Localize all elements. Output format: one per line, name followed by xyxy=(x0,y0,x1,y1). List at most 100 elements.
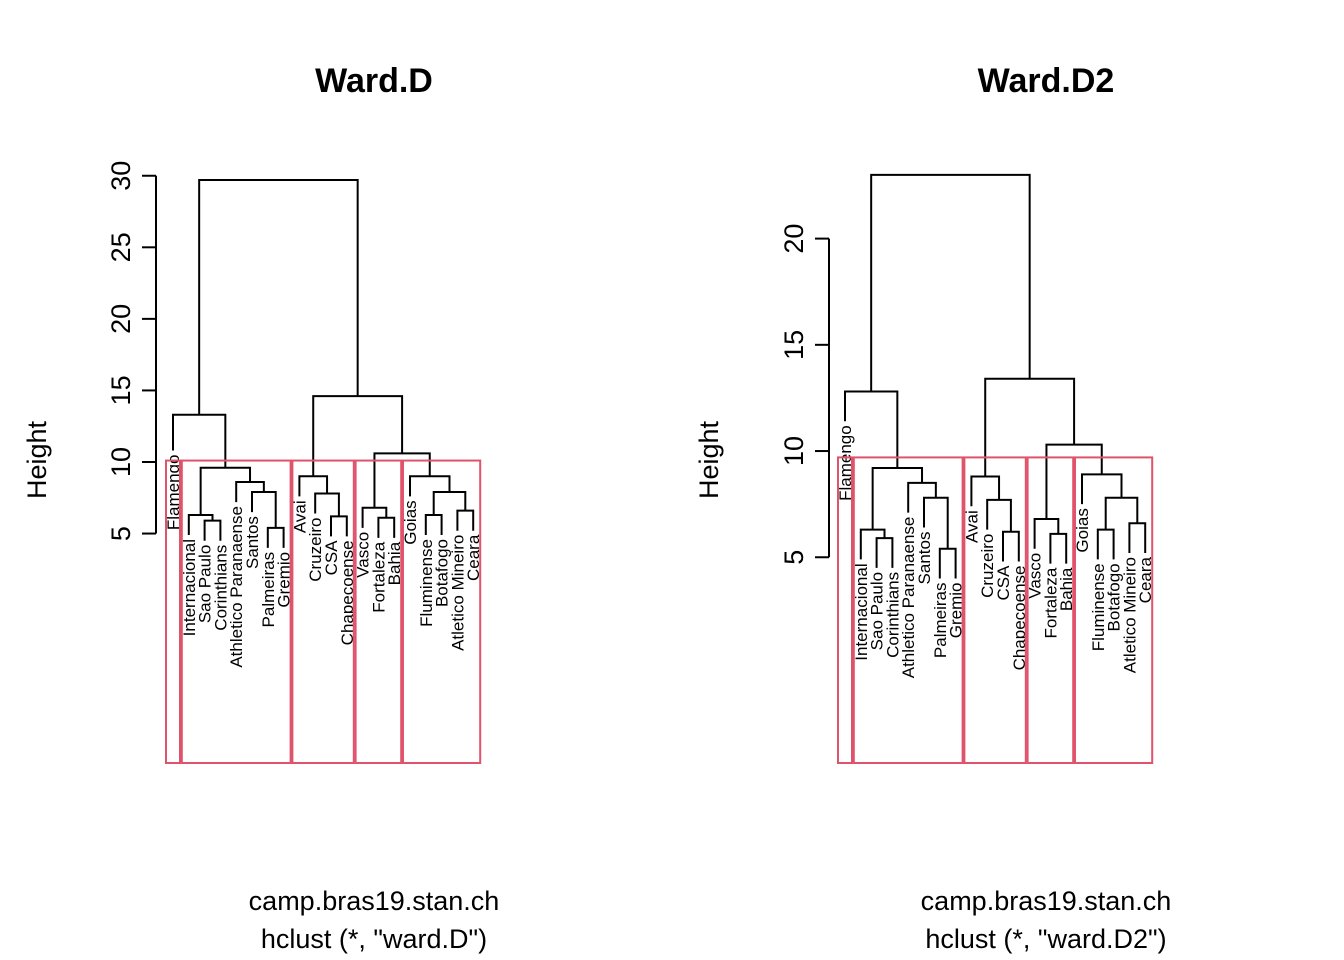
leaf-label: Bahia xyxy=(385,541,404,585)
leaf-label: CSA xyxy=(322,540,341,576)
merge-link xyxy=(456,509,475,531)
merge-link xyxy=(875,537,894,568)
merge-link xyxy=(1049,532,1068,564)
merge-link xyxy=(377,516,396,538)
merge-link xyxy=(984,377,1076,477)
subtitle: hclust (*, "ward.D") xyxy=(261,924,487,954)
plot-title: Ward.D2 xyxy=(978,62,1115,100)
merge-link xyxy=(871,467,924,530)
leaf-label: Athletico Paranaense xyxy=(227,506,246,668)
merge-link xyxy=(938,547,957,579)
merge-link xyxy=(312,395,404,477)
merge-link xyxy=(1081,473,1123,505)
leaf-label: Internacional xyxy=(852,563,871,660)
merge-link xyxy=(203,519,222,541)
leaf-label: Santos xyxy=(915,532,934,585)
leaf-label: Fluminense xyxy=(417,539,436,627)
merge-link xyxy=(1045,443,1103,520)
cluster-rect xyxy=(165,459,181,764)
leaf-label: Chapecoense xyxy=(338,540,357,645)
leaf-label: Athletico Paranaense xyxy=(899,517,918,679)
leaf-label: Goias xyxy=(1073,508,1092,552)
merge-link xyxy=(1128,522,1147,554)
merge-link xyxy=(1033,518,1060,549)
x-axis-label: camp.bras19.stan.ch xyxy=(921,886,1172,916)
cluster-rect xyxy=(402,459,482,764)
leaf-label: Corinthians xyxy=(211,545,230,631)
leaf-label: Botafogo xyxy=(433,539,452,607)
y-tick-label: 20 xyxy=(779,224,809,254)
leaf-label: Flamengo xyxy=(836,425,855,501)
leaf-label: Vasco xyxy=(354,532,373,578)
cluster-rect xyxy=(354,459,403,764)
merge-link xyxy=(1104,496,1139,530)
leaf-label: Chapecoense xyxy=(1010,566,1029,671)
y-tick-label: 5 xyxy=(106,526,136,541)
merge-link xyxy=(970,475,1001,507)
cluster-rect xyxy=(852,456,964,764)
leaf-label: CSA xyxy=(994,565,1013,601)
cluster-rect xyxy=(291,459,355,764)
leaf-label: Cruzeiro xyxy=(306,518,325,582)
merge-link xyxy=(986,498,1012,532)
leaf-label: Botafogo xyxy=(1105,563,1124,631)
merge-link xyxy=(432,491,467,515)
merge-link xyxy=(266,526,285,548)
plot-title: Ward.D xyxy=(315,62,433,100)
y-tick-label: 10 xyxy=(779,436,809,466)
merge-link xyxy=(330,515,348,537)
leaf-label: Gremio xyxy=(275,552,294,608)
leaf-label: Sao Paulo xyxy=(196,545,215,623)
cluster-rect xyxy=(180,459,292,764)
y-tick-label: 20 xyxy=(106,304,136,334)
leaf-label: Ceara xyxy=(1136,556,1155,603)
merge-link xyxy=(870,173,1031,392)
panel-ward-d: Ward.D Height camp.bras19.stan.ch hclust… xyxy=(22,62,499,954)
leaf-label: Palmeiras xyxy=(931,583,950,659)
leaf-label: Gremio xyxy=(947,583,966,639)
leaf-label: Bahia xyxy=(1057,567,1076,611)
cluster-rect xyxy=(963,456,1027,764)
merge-link xyxy=(198,179,359,415)
leaf-label: Goias xyxy=(401,500,420,544)
leaf-label: Ceara xyxy=(464,534,483,581)
leaf-label: Fortaleza xyxy=(369,541,388,612)
leaf-label: Flamengo xyxy=(164,455,183,531)
leaf-label: Corinthians xyxy=(883,572,902,658)
merge-link xyxy=(314,492,340,517)
y-axis-label: Height xyxy=(694,420,724,499)
y-tick-label: 15 xyxy=(106,375,136,405)
y-tick-label: 25 xyxy=(106,232,136,262)
leaf-label: Cruzeiro xyxy=(978,534,997,598)
y-tick-label: 5 xyxy=(779,550,809,565)
leaf-label: Vasco xyxy=(1026,553,1045,599)
cluster-rect xyxy=(1074,456,1154,764)
merge-link xyxy=(409,475,451,497)
merge-link xyxy=(1002,530,1020,562)
panel-ward-d2: Ward.D2 Height camp.bras19.stan.ch hclus… xyxy=(694,62,1171,954)
merge-link xyxy=(187,513,214,535)
leaf-label: Sao Paulo xyxy=(868,572,887,650)
merge-link xyxy=(199,466,252,515)
merge-link xyxy=(251,491,277,528)
cluster-rect xyxy=(837,456,853,764)
leaf-label: Palmeiras xyxy=(259,552,278,628)
merge-link xyxy=(1096,528,1115,560)
y-tick-label: 15 xyxy=(779,330,809,360)
y-axis-label: Height xyxy=(22,420,52,499)
y-tick-label: 30 xyxy=(106,161,136,191)
merge-link xyxy=(859,528,886,560)
leaf-label: Internacional xyxy=(180,539,199,636)
y-tick-label: 10 xyxy=(106,447,136,477)
cluster-rect xyxy=(1026,456,1075,764)
leaf-label: Fortaleza xyxy=(1041,567,1060,638)
subtitle: hclust (*, "ward.D2") xyxy=(925,924,1166,954)
leaf-label: Atletico Mineiro xyxy=(448,535,467,651)
leaf-label: Avai xyxy=(962,510,981,543)
leaf-label: Fluminense xyxy=(1089,563,1108,651)
x-axis-label: camp.bras19.stan.ch xyxy=(249,886,500,916)
leaf-label: Atletico Mineiro xyxy=(1120,557,1139,673)
